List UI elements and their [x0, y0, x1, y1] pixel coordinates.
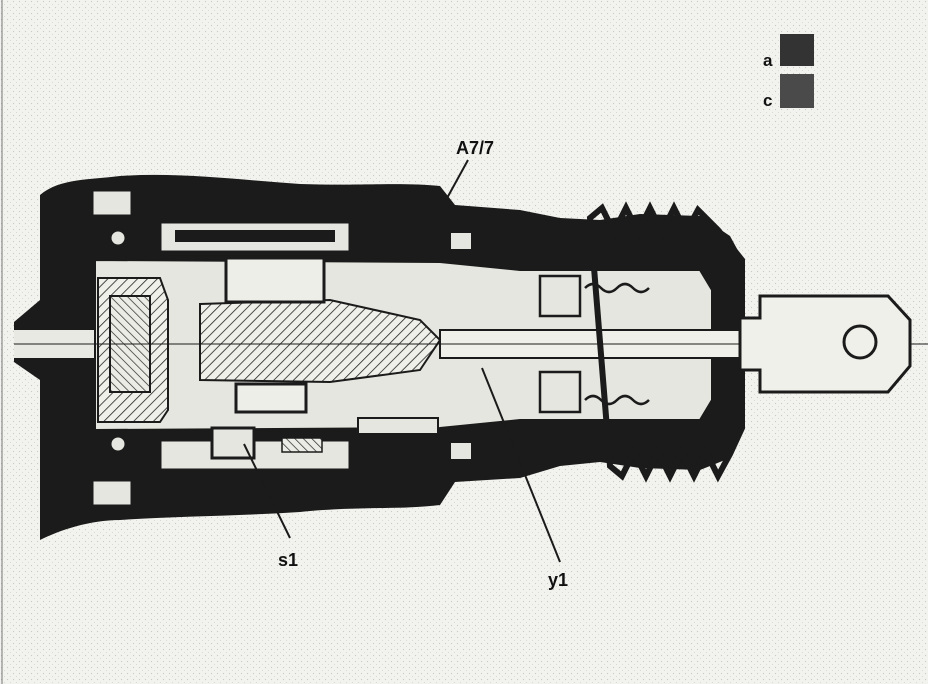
- legend: a c: [763, 34, 814, 110]
- legend-swatch-a: [780, 34, 814, 66]
- lower-window-cavity: [234, 382, 308, 414]
- switch-housing: [210, 426, 256, 460]
- clevis: [738, 294, 912, 394]
- callout-y1: y1: [548, 570, 568, 590]
- legend-swatch-c: [780, 74, 814, 108]
- spring-assembly: [538, 274, 650, 414]
- callout-a7-7: A7/7: [456, 138, 494, 158]
- housing-details: [90, 188, 473, 508]
- legend-key-a: a: [763, 51, 773, 70]
- callout-s1: s1: [278, 550, 298, 570]
- upper-sleeve-inner: [175, 230, 335, 242]
- clevis-pin-hole: [842, 324, 878, 360]
- switch-contacts: [281, 437, 323, 453]
- leader-line-a7-7: [445, 159, 469, 201]
- piston-block: [199, 298, 442, 384]
- leader-line-s1: [243, 443, 291, 539]
- legend-key-c: c: [763, 91, 772, 110]
- rubber-boot: [586, 201, 745, 483]
- leader-line-y1: [481, 367, 561, 563]
- window-cavity: [224, 256, 326, 304]
